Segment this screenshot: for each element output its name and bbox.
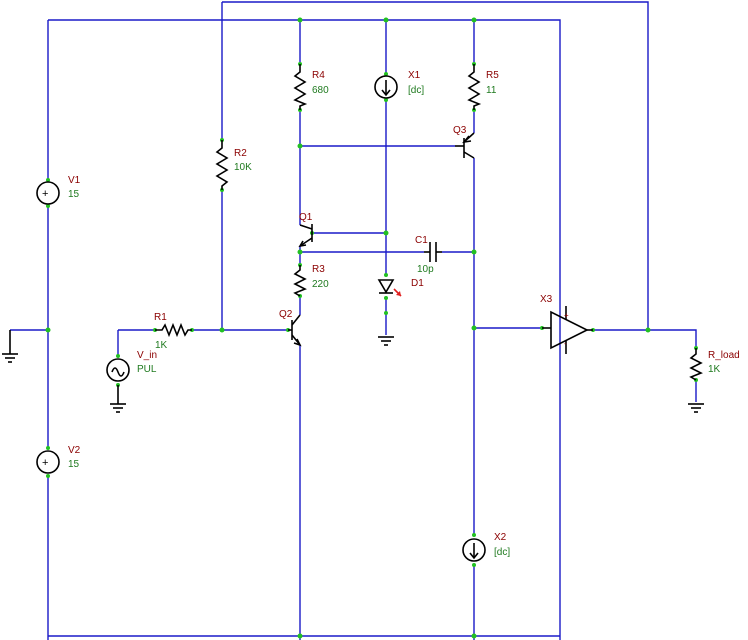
x2-value: [dc]	[494, 547, 510, 558]
r4-value: 680	[312, 85, 329, 96]
r5-label: R5	[486, 70, 499, 81]
x2-label: X2	[494, 532, 507, 543]
r1-value: 1K	[155, 340, 168, 351]
c1-capacitor[interactable]: C1 10p	[415, 235, 442, 275]
vin-value: PUL	[137, 364, 157, 375]
rload-value: 1K	[708, 364, 721, 375]
c1-value: 10p	[417, 264, 434, 275]
ground-rload	[688, 403, 704, 413]
q2-transistor[interactable]: Q2	[279, 309, 302, 347]
rload-resistor[interactable]: R_load 1K	[689, 348, 740, 381]
x1-label: X1	[408, 70, 421, 81]
r1-resistor[interactable]: R1 1K	[154, 312, 192, 351]
q2-label: Q2	[279, 309, 293, 320]
r4-label: R4	[312, 70, 325, 81]
x3-label: X3	[540, 294, 553, 305]
svg-text:+: +	[42, 188, 48, 200]
x1-value: [dc]	[408, 85, 424, 96]
x3-plus-pin: +	[564, 311, 569, 320]
ground-vin	[110, 385, 126, 413]
q3-label: Q3	[453, 125, 467, 136]
q1-label: Q1	[299, 212, 313, 223]
ground-left	[2, 330, 18, 363]
r3-resistor[interactable]: R3 220	[293, 264, 329, 297]
r3-value: 220	[312, 279, 329, 290]
r2-label: R2	[234, 148, 247, 159]
vin-label: V_in	[137, 350, 157, 361]
v1-label: V1	[68, 175, 81, 186]
v2-value: 15	[68, 459, 80, 470]
r3-label: R3	[312, 264, 325, 275]
r4-resistor[interactable]: R4 680	[293, 64, 329, 110]
r1-label: R1	[154, 312, 167, 323]
q1-transistor[interactable]: Q1	[298, 212, 313, 248]
vin-source[interactable]: V_in PUL	[106, 350, 157, 382]
rload-label: R_load	[708, 350, 740, 361]
v1-source[interactable]: + V1 15	[36, 175, 81, 205]
v2-source[interactable]: + V2 15	[36, 445, 81, 474]
led-emission-arrowhead	[396, 291, 401, 296]
r5-resistor[interactable]: R5 11	[467, 64, 499, 110]
x1-current-source[interactable]: X1 [dc]	[374, 70, 424, 99]
v1-value: 15	[68, 189, 80, 200]
x2-current-source[interactable]: X2 [dc]	[462, 532, 510, 562]
c1-label: C1	[415, 235, 428, 246]
r5-value: 11	[486, 85, 497, 96]
wires	[10, 1, 697, 640]
r2-resistor[interactable]: R2 10K	[215, 140, 252, 190]
svg-text:+: +	[42, 457, 48, 469]
x3-opamp[interactable]: + - X3	[540, 294, 593, 354]
v2-label: V2	[68, 445, 81, 456]
junction-nodes	[45, 17, 698, 639]
ground-d1	[378, 336, 394, 346]
d1-led[interactable]: D1	[377, 278, 424, 297]
r2-value: 10K	[234, 162, 252, 173]
d1-label: D1	[411, 278, 424, 289]
x3-minus-pin: -	[564, 339, 567, 348]
q3-transistor[interactable]: Q3	[453, 125, 475, 159]
